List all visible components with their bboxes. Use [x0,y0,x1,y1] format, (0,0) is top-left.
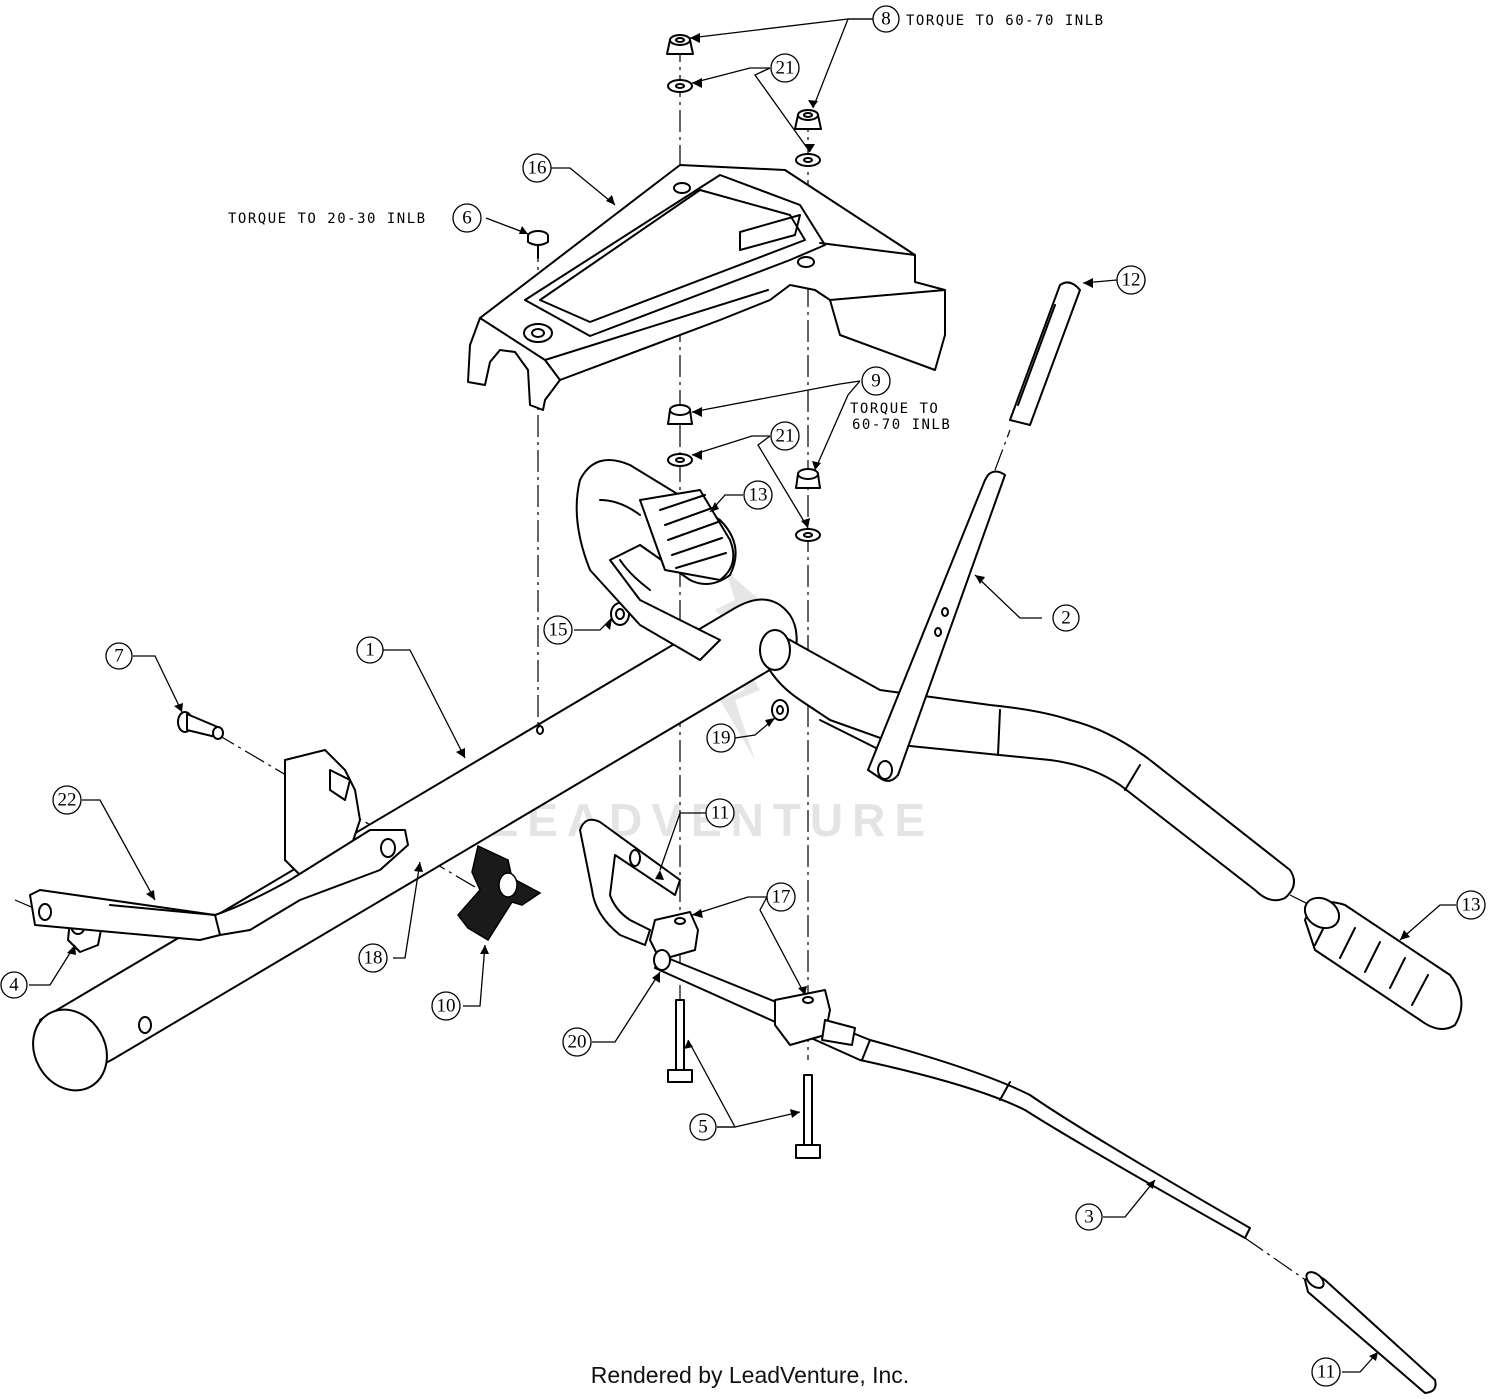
callout-16: 16 [522,153,552,183]
svg-text:12: 12 [1122,270,1141,291]
callout-21-mid: 21 [770,421,800,451]
rod-part-11-bent [579,818,681,946]
svg-text:20: 20 [568,1032,587,1053]
svg-text:19: 19 [712,728,731,749]
svg-text:17: 17 [772,887,791,908]
torque-notes: TORQUE TO 60-70 INLB TORQUE TO 20-30 INL… [228,13,1105,433]
callout-17: 17 [766,882,796,912]
torque-note-screw-6: TORQUE TO 20-30 INLB [228,211,427,227]
knob-part-10 [457,844,542,942]
svg-text:13: 13 [749,485,768,506]
lock-nut-part-8b [794,109,822,130]
lock-nut-part-8a [666,34,694,55]
washer-part-21b [795,153,821,167]
svg-text:9: 9 [871,371,881,392]
svg-text:13: 13 [1462,895,1481,916]
callout-18: 18 [358,943,388,973]
shoulder-bolt-part-7 [177,711,224,740]
bolt-part-5a [667,999,693,1083]
clamp-part-17a [649,911,699,961]
svg-text:2: 2 [1061,608,1071,629]
svg-text:11: 11 [1317,1362,1335,1383]
callout-balloons: 8 21 16 6 12 9 21 13 15 1 7 2 19 22 11 1… [0,5,1486,1387]
callout-22: 22 [52,785,82,815]
hex-nut-part-9a [667,404,693,425]
svg-text:10: 10 [437,996,456,1017]
callout-10: 10 [431,991,461,1021]
svg-text:3: 3 [1084,1207,1094,1228]
callout-6: 6 [452,203,482,233]
hex-nut-part-9b [795,468,821,489]
torque-note-nut-8: TORQUE TO 60-70 INLB [906,13,1105,29]
washer-part-21d [795,528,821,542]
callout-21-top: 21 [770,53,800,83]
callout-3: 3 [1075,1203,1103,1231]
svg-text:8: 8 [881,9,891,30]
callout-7: 7 [105,642,133,670]
callout-1: 1 [356,636,384,664]
control-rod-part-3 [654,954,1251,1239]
screw-part-6 [527,230,549,259]
leader-arrowheads [67,33,1410,1361]
bolt-part-5b [795,1074,821,1159]
clamp-part-17b [774,989,856,1046]
leader-lines [29,18,1456,1373]
handle-base-tube-part-1 [32,598,798,1092]
callout-20: 20 [562,1027,592,1057]
svg-text:21: 21 [776,426,795,447]
svg-text:21: 21 [776,58,795,79]
svg-text:22: 22 [58,790,77,811]
callout-13-right: 13 [1456,890,1486,920]
washer-part-19 [771,699,789,721]
rod-part-11-straight [1304,1271,1437,1394]
callout-13-upper: 13 [743,480,773,510]
callout-11-lower: 11 [1311,1357,1341,1387]
lever-bracket-part-22 [29,749,409,941]
spacer-part-20 [653,949,671,971]
callout-19: 19 [706,723,736,753]
callout-8: 8 [872,5,900,33]
torque-note-nut-9-line2: 60-70 INLB [852,417,951,433]
callout-15: 15 [543,615,573,645]
svg-text:1: 1 [365,640,375,661]
svg-text:11: 11 [711,803,729,824]
console-cover-part-16 [467,164,946,411]
hand-grip-part-13-upper [639,489,735,581]
svg-text:15: 15 [549,620,568,641]
callout-5: 5 [689,1113,717,1141]
torque-note-nut-9-line1: TORQUE TO [850,401,939,417]
svg-text:4: 4 [9,975,19,996]
svg-text:18: 18 [364,948,383,969]
callout-2: 2 [1052,604,1080,632]
callout-11-upper: 11 [705,798,735,828]
right-handlebar [759,629,1295,902]
svg-text:16: 16 [528,158,547,179]
hand-grip-part-13-right [1303,896,1463,1030]
svg-text:7: 7 [114,646,124,667]
callout-12: 12 [1116,265,1146,295]
control-bar-part-2 [867,470,1006,782]
svg-text:5: 5 [698,1117,708,1138]
svg-text:6: 6 [462,208,472,229]
callout-9: 9 [861,366,891,396]
bar-cap-part-12 [1009,281,1081,426]
callout-4: 4 [0,971,28,999]
washer-part-21a [667,79,693,93]
washer-part-21c [667,453,693,467]
footer-credit: Rendered by LeadVenture, Inc. [590,1362,910,1388]
